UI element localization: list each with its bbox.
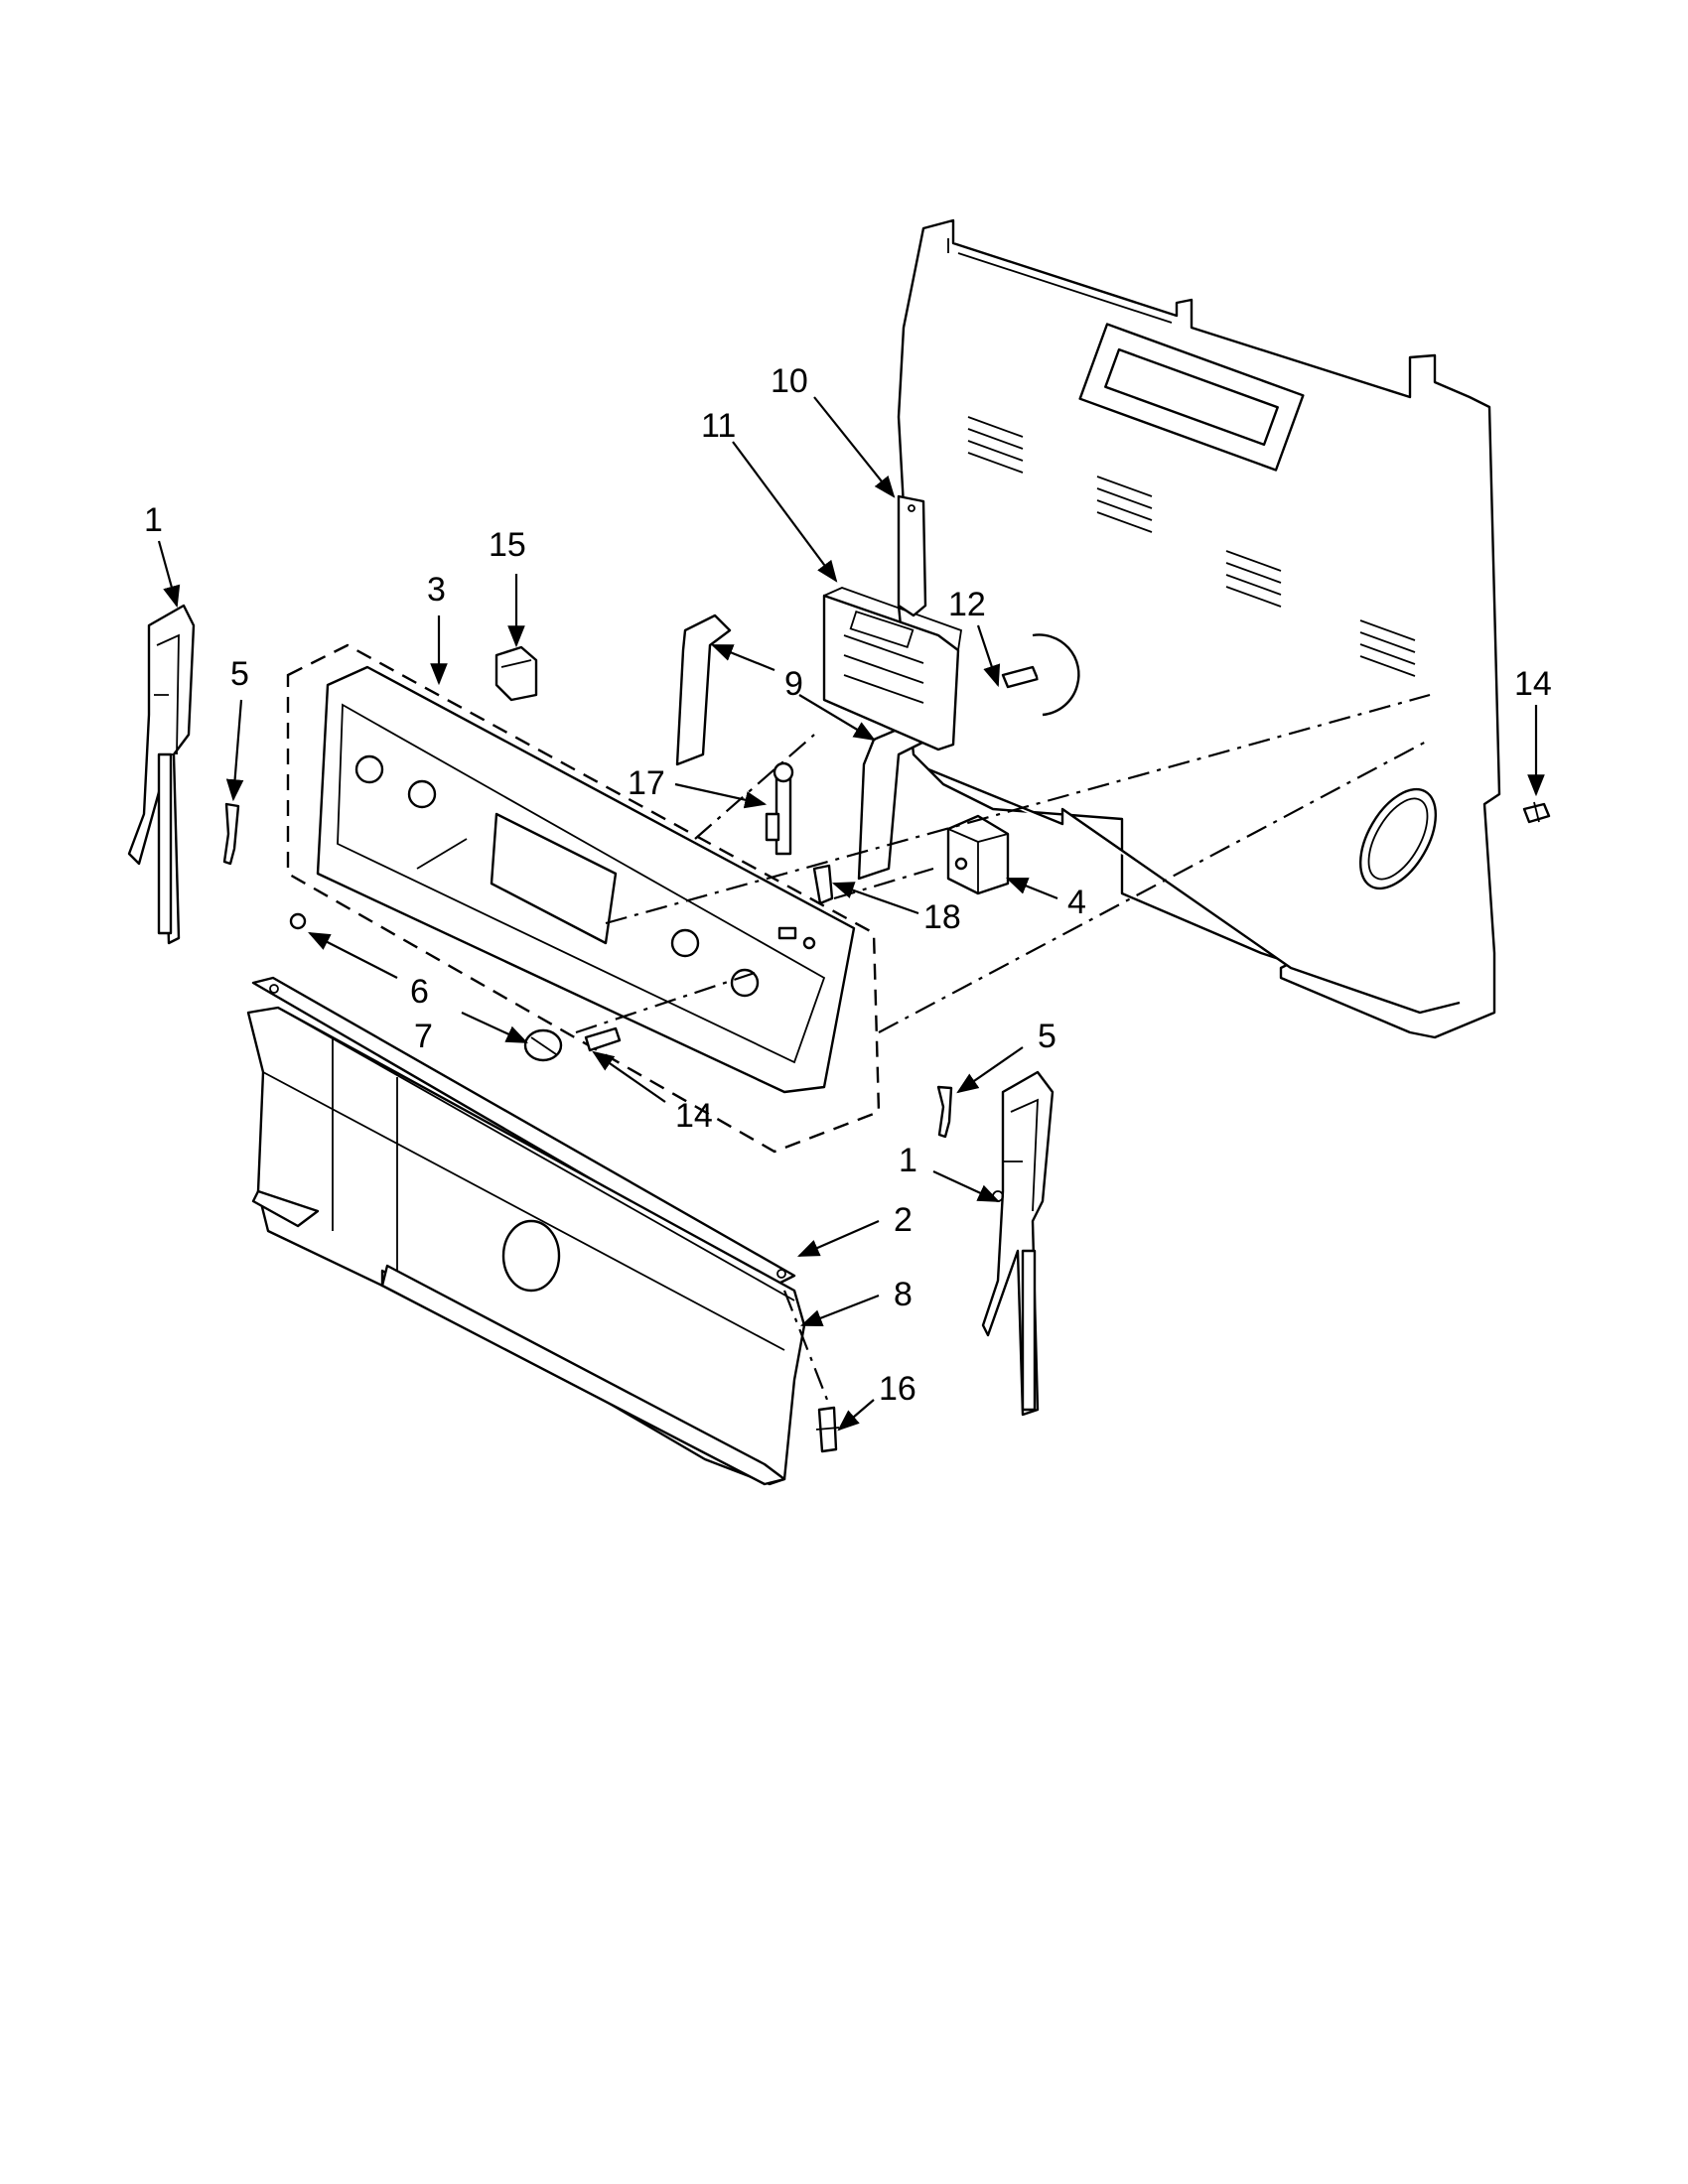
callout-9: 9 bbox=[784, 665, 803, 703]
callout-1-left: 1 bbox=[144, 501, 163, 539]
panel-bracket-10 bbox=[897, 494, 927, 617]
bracket-9-upper bbox=[675, 614, 732, 766]
callout-5-left: 5 bbox=[230, 655, 249, 693]
lens-18 bbox=[812, 864, 834, 905]
callout-3: 3 bbox=[427, 571, 446, 609]
callout-17: 17 bbox=[628, 764, 665, 802]
electronic-control-board bbox=[822, 587, 962, 751]
callout-7: 7 bbox=[414, 1018, 433, 1055]
side-trim-right bbox=[981, 1070, 1055, 1417]
clip-left bbox=[222, 802, 240, 866]
callout-8: 8 bbox=[894, 1276, 913, 1313]
callout-2: 2 bbox=[894, 1201, 913, 1239]
side-trim-left bbox=[127, 604, 196, 945]
callout-16: 16 bbox=[879, 1370, 916, 1408]
screw-6 bbox=[289, 912, 307, 930]
infinite-switch-4 bbox=[946, 814, 1010, 895]
callout-10: 10 bbox=[771, 362, 808, 400]
sensor-17 bbox=[765, 761, 794, 856]
screw-14-lower bbox=[584, 1026, 622, 1052]
callout-4: 4 bbox=[1067, 884, 1086, 921]
control-panel-assembly bbox=[286, 643, 881, 1154]
clip-right bbox=[936, 1085, 953, 1139]
vent-slots bbox=[967, 416, 1416, 677]
callout-labels: 1 5 3 15 11 10 12 9 14 17 18 4 6 7 14 5 … bbox=[144, 362, 1552, 1408]
alignment-lines bbox=[575, 693, 1431, 1406]
screw-14-right bbox=[1522, 801, 1551, 824]
callout-14-right: 14 bbox=[1514, 665, 1552, 703]
knob-7 bbox=[523, 1028, 563, 1062]
callout-12: 12 bbox=[948, 586, 986, 623]
callout-14-lower: 14 bbox=[675, 1097, 713, 1135]
screw-12 bbox=[1001, 633, 1080, 717]
callout-1-right: 1 bbox=[899, 1142, 917, 1179]
manifold-panel-8 bbox=[246, 1006, 806, 1486]
rear-panel bbox=[897, 218, 1501, 1039]
callout-5-right: 5 bbox=[1038, 1018, 1056, 1055]
clip-15 bbox=[494, 645, 538, 702]
callout-15: 15 bbox=[489, 526, 526, 564]
callout-18: 18 bbox=[923, 898, 961, 936]
callout-6: 6 bbox=[410, 973, 429, 1011]
leader-lines bbox=[157, 396, 1545, 1432]
callout-11: 11 bbox=[701, 407, 736, 445]
screw-16 bbox=[815, 1406, 840, 1453]
